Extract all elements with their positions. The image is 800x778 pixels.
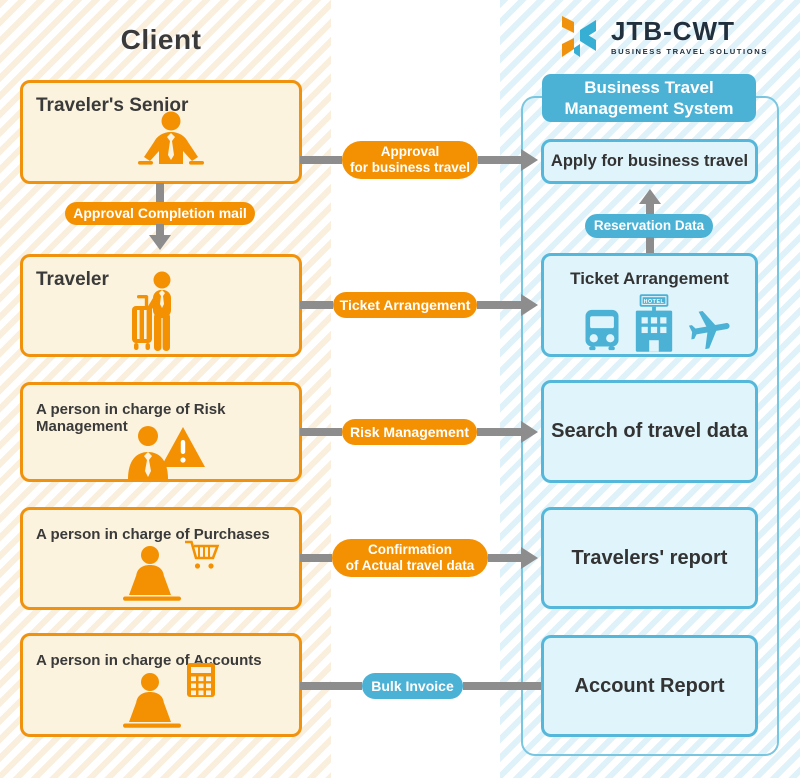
approval-mail-line-top bbox=[156, 183, 164, 203]
approval-arrowhead bbox=[521, 149, 538, 171]
person-warning-icon bbox=[128, 426, 205, 479]
ticket-line-right bbox=[477, 301, 521, 309]
calculator-icon bbox=[187, 663, 215, 697]
ticket-arrowhead bbox=[521, 294, 538, 316]
approval-line-right bbox=[478, 156, 521, 164]
system-header-line2: Management System bbox=[564, 99, 734, 118]
system-box-account-report: Account Report bbox=[541, 635, 758, 737]
approval-mail-arrowhead bbox=[149, 235, 171, 250]
system-box-apply: Apply for business travel bbox=[541, 139, 758, 184]
reservation-arrowhead bbox=[639, 189, 661, 204]
confirmation-pill: Confirmation of Actual travel data bbox=[332, 539, 488, 577]
bulk-invoice-pill-label: Bulk Invoice bbox=[371, 677, 454, 694]
approval-pill: Approval for business travel bbox=[342, 141, 478, 179]
approval-mail-line-bottom bbox=[156, 224, 164, 236]
system-box-label: Apply for business travel bbox=[550, 152, 749, 170]
shopping-cart-icon bbox=[185, 540, 220, 569]
bus-icon bbox=[585, 309, 619, 351]
client-box-label: A person in charge of Risk Management bbox=[36, 401, 226, 435]
approval-pill-line2: for business travel bbox=[349, 160, 471, 175]
client-box-travelers-senior: Traveler's Senior bbox=[20, 80, 302, 184]
risk-line-left bbox=[300, 428, 342, 436]
person-at-desk-icon bbox=[123, 673, 181, 728]
system-box-label: Travelers' report bbox=[571, 546, 728, 569]
system-box-travelers-report: Travelers' report bbox=[541, 507, 758, 609]
confirmation-line-left bbox=[300, 554, 332, 562]
client-box-purchases: A person in charge of Purchases bbox=[20, 507, 302, 610]
reservation-line-top bbox=[646, 204, 654, 215]
hotel-sign-text: HOTEL bbox=[644, 299, 665, 305]
jtb-cwt-logo-icon bbox=[562, 16, 596, 57]
risk-line-right bbox=[477, 428, 521, 436]
jtb-cwt-logo: JTB-CWT BUSINESS TRAVEL SOLUTIONS bbox=[558, 14, 768, 60]
client-box-label: Traveler bbox=[36, 269, 109, 290]
confirmation-pill-line2: of Actual travel data bbox=[345, 558, 475, 573]
person-with-suitcase-icon bbox=[132, 271, 171, 351]
ticket-pill-label: Ticket Arrangement bbox=[339, 296, 471, 313]
approval-line-left bbox=[300, 156, 342, 164]
bulk-invoice-line-left bbox=[300, 682, 362, 690]
client-box-label: A person in charge of Accounts bbox=[36, 652, 262, 669]
client-box-label: A person in charge of Purchases bbox=[36, 526, 270, 543]
confirmation-line-right bbox=[488, 554, 521, 562]
logo-brand: JTB-CWT bbox=[611, 16, 735, 46]
confirmation-arrowhead bbox=[521, 547, 538, 569]
risk-pill-label: Risk Management bbox=[349, 423, 470, 440]
person-arms-akimbo-icon bbox=[138, 111, 204, 165]
system-box-label: Account Report bbox=[574, 674, 725, 697]
reservation-data-pill: Reservation Data bbox=[585, 214, 713, 238]
approval-completion-mail-label: Approval Completion mail bbox=[73, 205, 247, 222]
system-header-line1: Business Travel bbox=[584, 77, 714, 97]
system-header: Business Travel Management System bbox=[542, 74, 756, 122]
client-box-label: Traveler's Senior bbox=[36, 95, 189, 116]
ticket-pill: Ticket Arrangement bbox=[333, 292, 477, 318]
client-title: Client bbox=[120, 24, 202, 55]
approval-pill-line1: Approval bbox=[380, 144, 440, 160]
airplane-icon bbox=[688, 310, 730, 350]
reservation-data-label: Reservation Data bbox=[593, 218, 705, 234]
reservation-line-bottom bbox=[646, 237, 654, 254]
risk-arrowhead bbox=[521, 421, 538, 443]
logo-tagline: BUSINESS TRAVEL SOLUTIONS bbox=[611, 47, 769, 56]
client-box-traveler: Traveler bbox=[20, 254, 302, 357]
ticket-line-left bbox=[300, 301, 333, 309]
system-box-label: Search of travel data bbox=[551, 420, 748, 442]
client-box-risk-management: A person in charge of Risk Management bbox=[20, 382, 302, 482]
approval-completion-mail-pill: Approval Completion mail bbox=[65, 202, 255, 225]
risk-pill: Risk Management bbox=[342, 419, 477, 445]
system-box-ticket-arrangement: Ticket Arrangement HOTEL bbox=[541, 253, 758, 357]
person-at-desk-icon bbox=[123, 546, 181, 601]
bulk-invoice-pill: Bulk Invoice bbox=[362, 673, 463, 699]
system-box-search: Search of travel data bbox=[541, 380, 758, 483]
bulk-invoice-line-right bbox=[463, 682, 541, 690]
system-box-label: Ticket Arrangement bbox=[570, 269, 729, 288]
hotel-icon: HOTEL bbox=[635, 294, 673, 352]
client-box-accounts: A person in charge of Accounts bbox=[20, 633, 302, 737]
confirmation-pill-line1: Confirmation bbox=[368, 542, 452, 558]
